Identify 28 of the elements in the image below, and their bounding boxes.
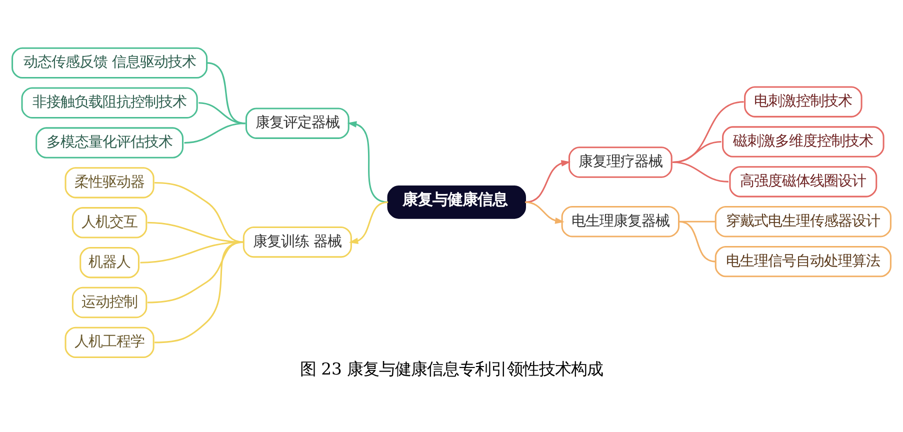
arrow — [525, 201, 564, 224]
node-box: 人机工程学 — [64, 326, 154, 358]
node-box: 人机交互 — [72, 207, 148, 238]
connector — [154, 241, 244, 344]
arrow — [348, 201, 388, 244]
connector — [672, 161, 728, 182]
node-box: 康复训练 器械 — [242, 226, 352, 258]
node-box: 穿戴式电生理传感器设计 — [714, 206, 892, 238]
connector — [154, 182, 244, 243]
node-box: 康复评定器械 — [245, 108, 350, 139]
node-box: 电刺激控制技术 — [744, 86, 862, 118]
node-box: 机器人 — [80, 246, 140, 278]
connector — [678, 220, 716, 262]
node-box: 柔性驱动器 — [64, 167, 154, 198]
node-box: 多模态量化评估技术 — [36, 127, 184, 158]
node-box: 电生理信号自动处理算法 — [714, 246, 892, 278]
arrow — [525, 160, 571, 203]
node-box: 非接触负载阻抗控制技术 — [21, 87, 198, 118]
node-box: 动态传感反馈 信息驱动技术 — [12, 47, 208, 79]
node-box: 磁刺激多维度控制技术 — [722, 126, 884, 158]
node-box: 运动控制 — [72, 286, 148, 318]
arrow — [347, 121, 388, 203]
node-box: 高强度磁体线圈设计 — [729, 166, 878, 198]
node-box: 电生理康复器械 — [561, 206, 680, 238]
caption: 图 23 康复与健康信息专利引领性技术构成 — [300, 359, 604, 378]
node-box: 康复与健康信息 — [387, 186, 526, 219]
connector — [184, 122, 246, 144]
node-box: 康复理疗器械 — [568, 146, 672, 178]
